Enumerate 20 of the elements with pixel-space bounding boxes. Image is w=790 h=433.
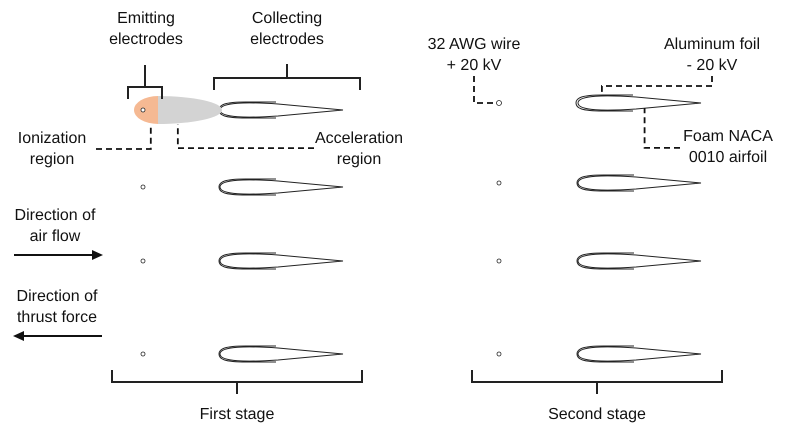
acceleration-region xyxy=(158,96,222,124)
wire-electrode xyxy=(496,100,502,106)
callout-label: 32 AWG wire + 20 kV xyxy=(426,35,522,76)
stage-label: First stage xyxy=(198,405,276,425)
callout-label: Aluminum foil - 20 kV xyxy=(662,35,762,76)
ionization-region xyxy=(134,96,158,124)
callout-label: Acceleration region xyxy=(314,129,404,170)
callout-label: Ionization region xyxy=(16,129,88,170)
leader-line xyxy=(601,76,713,93)
bracket-label: Collecting electrodes xyxy=(249,9,325,50)
stage-label: Second stage xyxy=(547,405,647,425)
direction-label: Direction of air flow xyxy=(14,206,96,247)
aluminum-foil xyxy=(574,93,636,113)
leader-line xyxy=(644,108,680,149)
direction-label: Direction of thrust force xyxy=(16,287,98,328)
callout-label: Foam NACA 0010 airfoil xyxy=(682,127,774,168)
leader-line xyxy=(473,76,496,104)
leader-line xyxy=(176,124,314,150)
bracket-label: Emitting electrodes xyxy=(108,9,184,50)
airfoil xyxy=(576,94,703,112)
